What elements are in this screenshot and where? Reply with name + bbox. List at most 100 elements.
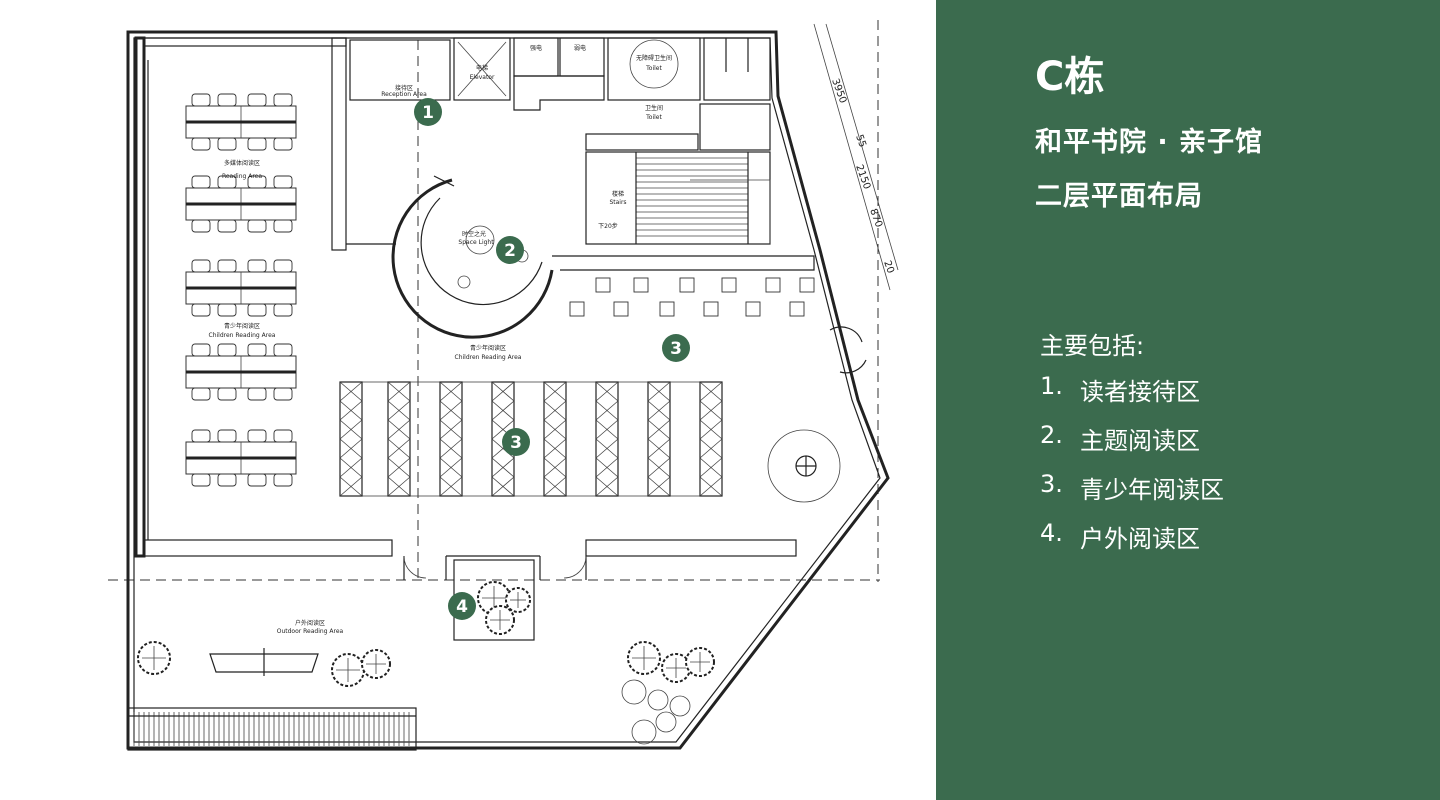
svg-text:3: 3 bbox=[670, 339, 682, 359]
outdoor-door bbox=[403, 556, 587, 580]
stool bbox=[659, 301, 675, 317]
chair bbox=[273, 259, 293, 273]
floor-plan: 多媒体阅读区 Reading Area 青少年阅读区 Children Read… bbox=[108, 20, 899, 751]
chair bbox=[191, 259, 211, 273]
space-light-label-en: Space Light bbox=[458, 239, 494, 246]
chair bbox=[217, 93, 237, 107]
stairs-label-cn: 楼梯 bbox=[612, 190, 624, 198]
chair bbox=[191, 303, 211, 317]
toilet-label-cn: 卫生间 bbox=[645, 104, 663, 112]
space-light-inner-wall bbox=[420, 197, 543, 306]
chair bbox=[273, 473, 293, 487]
outdoor-bench bbox=[209, 653, 319, 673]
chair bbox=[217, 137, 237, 151]
chair bbox=[273, 137, 293, 151]
electric-label: 强电 bbox=[530, 44, 542, 52]
toilet-stalls bbox=[703, 37, 771, 101]
stool bbox=[765, 277, 781, 293]
info-panel: C栋 和平书院 · 亲子馆 二层平面布局 主要包括: 1.读者接待区 2.主题阅… bbox=[936, 0, 1440, 800]
chair bbox=[217, 343, 237, 357]
chair bbox=[273, 429, 293, 443]
reception-room bbox=[349, 39, 451, 101]
marker-3a: 3 bbox=[662, 334, 690, 362]
svg-text:4: 4 bbox=[456, 597, 468, 617]
reception-label-en: Reception Area bbox=[381, 91, 427, 98]
chair bbox=[217, 175, 237, 189]
shelf-area bbox=[339, 381, 723, 497]
dimension-label: 2150 bbox=[853, 163, 872, 191]
washbasin-counter bbox=[585, 133, 699, 151]
multimedia-area-label-cn: 多媒体阅读区 bbox=[224, 159, 260, 167]
area-label: 户外阅读区 bbox=[1080, 525, 1200, 553]
chair bbox=[247, 175, 267, 189]
elevator-label-en: Elevator bbox=[470, 74, 495, 81]
list-item: 3.青少年阅读区 bbox=[1040, 470, 1224, 519]
chair bbox=[273, 303, 293, 317]
chair bbox=[191, 93, 211, 107]
round-reading-table bbox=[767, 429, 841, 503]
bookshelves bbox=[339, 381, 723, 497]
youth-area-label-cn: 青少年阅读区 bbox=[224, 322, 260, 330]
wall bbox=[134, 36, 146, 558]
stool bbox=[745, 301, 761, 317]
trees bbox=[137, 581, 715, 687]
chair bbox=[217, 387, 237, 401]
chair bbox=[191, 219, 211, 233]
center-children-label-en: Children Reading Area bbox=[455, 354, 522, 361]
stool bbox=[721, 277, 737, 293]
venue-subtitle: 和平书院 · 亲子馆 bbox=[1035, 127, 1264, 158]
building-outline bbox=[126, 30, 890, 750]
wall-end bbox=[433, 175, 455, 187]
stool bbox=[679, 277, 695, 293]
chair bbox=[273, 175, 293, 189]
building-outline-inner bbox=[133, 37, 881, 743]
space-light-curved-wall bbox=[391, 178, 554, 339]
outdoor-label-en: Outdoor Reading Area bbox=[277, 628, 344, 635]
stool bbox=[613, 301, 629, 317]
elevator-cross bbox=[457, 41, 507, 97]
planter-ring bbox=[655, 711, 677, 733]
chair bbox=[191, 429, 211, 443]
chair bbox=[217, 429, 237, 443]
marker-3b: 3 bbox=[502, 428, 530, 456]
planter-ring bbox=[669, 695, 691, 717]
chair bbox=[273, 343, 293, 357]
list-item: 4.户外阅读区 bbox=[1040, 519, 1224, 568]
chair bbox=[217, 303, 237, 317]
accessible-toilet bbox=[607, 37, 701, 101]
chair bbox=[217, 219, 237, 233]
elevator-shaft bbox=[453, 37, 511, 101]
stairs-label-en: Stairs bbox=[609, 199, 626, 206]
chair bbox=[191, 473, 211, 487]
planter-ring bbox=[647, 689, 669, 711]
svg-text:2: 2 bbox=[504, 241, 516, 261]
reception-label-cn: 接待区 bbox=[395, 84, 413, 92]
step-lines bbox=[128, 712, 416, 746]
chair bbox=[247, 259, 267, 273]
area-list: 1.读者接待区 2.主题阅读区 3.青少年阅读区 4.户外阅读区 bbox=[1040, 372, 1224, 568]
chair bbox=[247, 387, 267, 401]
toilet-turn-circle bbox=[629, 39, 679, 89]
chair bbox=[217, 473, 237, 487]
area-label: 青少年阅读区 bbox=[1080, 476, 1224, 504]
area-label: 读者接待区 bbox=[1080, 378, 1200, 406]
chair bbox=[191, 387, 211, 401]
accessible-toilet-label-en: Toilet bbox=[645, 65, 662, 72]
marker-2: 2 bbox=[496, 236, 524, 264]
children-area-label-en: Children Reading Area bbox=[209, 332, 276, 339]
stairs-down-label: 下20步 bbox=[598, 222, 618, 230]
chair bbox=[273, 387, 293, 401]
entry-door bbox=[829, 326, 863, 343]
electric-room bbox=[513, 37, 559, 77]
wall bbox=[331, 37, 347, 251]
stool bbox=[703, 301, 719, 317]
outdoor-door-swing bbox=[563, 555, 587, 579]
center-youth-label-cn: 青少年阅读区 bbox=[470, 344, 506, 352]
space-light-label-cn: 时空之光 bbox=[462, 230, 486, 238]
toilet-room bbox=[699, 103, 771, 151]
accessible-toilet-label-cn: 无障碍卫生间 bbox=[636, 54, 672, 62]
reading-area-label-en: Reading Area bbox=[222, 173, 262, 180]
svg-text:1: 1 bbox=[422, 103, 434, 123]
building-title: C栋 bbox=[1035, 54, 1105, 100]
stool bbox=[799, 277, 815, 293]
